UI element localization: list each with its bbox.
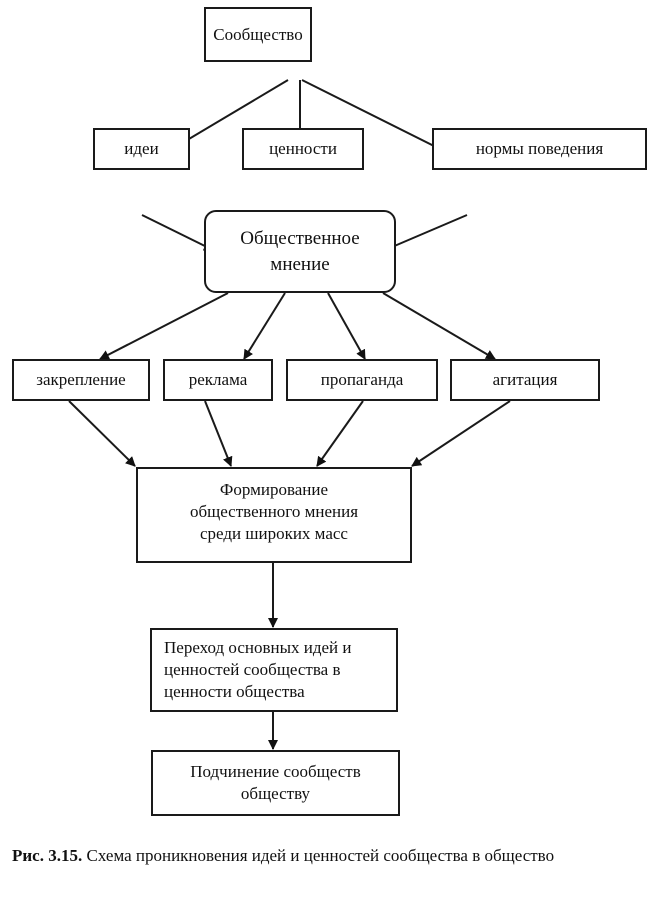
node-agitation: агитация [450,359,600,401]
node-values-label: ценности [269,139,337,158]
node-public-opinion: Общественное мнение [204,210,396,293]
arrow-public_opinion-to-consolidation [99,292,229,360]
node-subordination: Подчинение сообществ обществу [151,750,400,816]
node-ideas: идеи [93,128,190,170]
arrow-consolidation-to-formation [68,400,136,467]
arrow-ideas-to-public_opinion [141,214,214,251]
node-public-opinion-label: Общественное мнение [240,227,360,275]
arrow-public_opinion-to-advertising [243,292,286,360]
node-agitation-label: агитация [492,370,558,389]
figure-caption: Рис. 3.15. Схема проникновения идей и це… [12,843,662,868]
node-community: Сообщество [204,7,312,62]
node-ideas-label: идеи [124,139,159,158]
node-formation-label: Формирование общественного мнения среди … [189,480,359,543]
node-subordination-label: Подчинение сообществ обществу [190,762,361,803]
figure-caption-label: Рис. 3.15. [12,846,83,865]
node-transition-label: Переход основных идей и ценностей сообще… [164,638,352,701]
node-norms-label: нормы поведения [475,139,604,158]
node-advertising: реклама [163,359,273,401]
arrow-advertising-to-formation [204,400,233,467]
node-values: ценности [242,128,364,170]
node-advertising-label: реклама [188,370,248,389]
node-community-label: Сообщество [213,24,303,44]
node-propaganda: пропаганда [286,359,438,401]
node-propaganda-label: пропаганда [320,370,404,389]
node-consolidation: закрепление [12,359,150,401]
node-transition: Переход основных идей и ценностей сообще… [150,628,398,712]
arrow-agitation-to-formation [411,400,511,467]
arrow-norms-to-public_opinion [384,214,468,252]
figure-caption-text: Схема проникновения идей и ценностей соо… [82,846,555,865]
node-norms: нормы поведения [432,128,647,170]
arrow-public_opinion-to-propaganda [327,292,366,360]
arrow-propaganda-to-formation [316,400,364,467]
node-formation: Формирование общественного мнения среди … [136,467,412,563]
node-consolidation-label: закрепление [36,370,126,389]
arrow-public_opinion-to-agitation [382,292,496,360]
